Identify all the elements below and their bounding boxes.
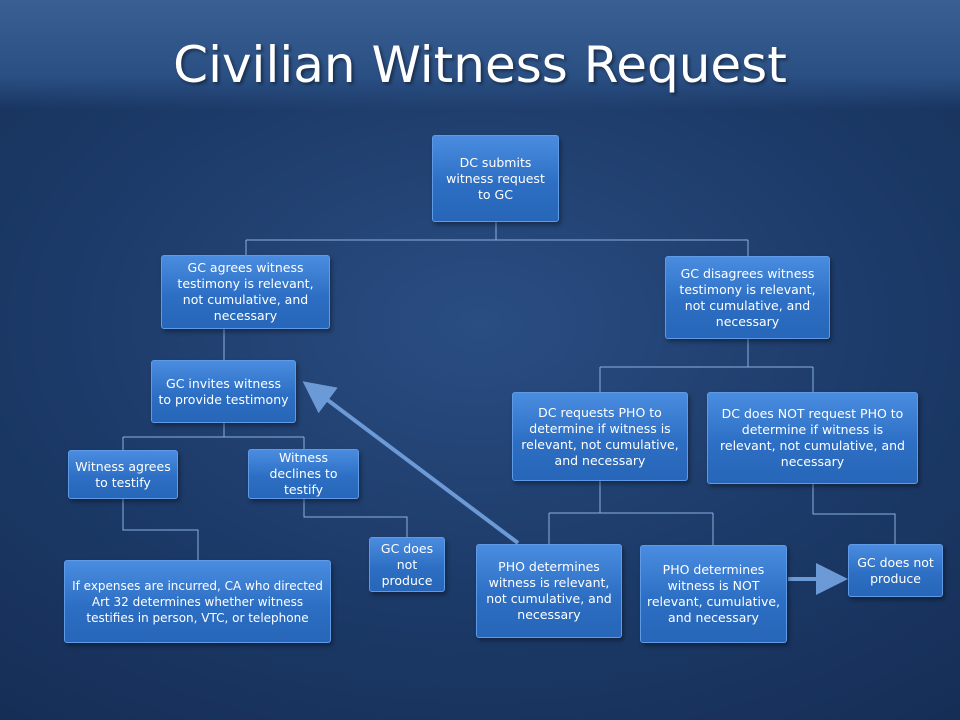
node-gc-not-produce-right: GC does not produce	[848, 544, 943, 597]
node-pho-not-relevant: PHO determines witness is NOT relevant, …	[640, 545, 787, 643]
node-gc-disagrees: GC disagrees witness testimony is releva…	[665, 256, 830, 339]
connector-agrees-to-expenses	[122, 499, 199, 560]
node-dc-requests-pho: DC requests PHO to determine if witness …	[512, 392, 688, 481]
node-gc-agrees: GC agrees witness testimony is relevant,…	[161, 255, 330, 329]
connector-disagrees-to-pho	[599, 339, 814, 392]
node-gc-invites: GC invites witness to provide testimony	[151, 360, 296, 423]
node-dc-submits: DC submits witness request to GC	[432, 135, 559, 222]
connector-declines-to-notproduce	[303, 499, 408, 537]
title-band	[0, 0, 960, 110]
node-witness-declines: Witness declines to testify	[248, 449, 359, 499]
node-witness-agrees: Witness agrees to testify	[68, 450, 178, 499]
node-pho-relevant: PHO determines witness is relevant, not …	[476, 544, 622, 638]
connector-invites-to-witness	[122, 423, 305, 450]
node-expenses: If expenses are incurred, CA who directe…	[64, 560, 331, 643]
connector-root-to-branches	[245, 222, 749, 256]
node-dc-not-request-pho: DC does NOT request PHO to determine if …	[707, 392, 918, 484]
connector-pho-to-determinations	[548, 481, 714, 545]
slide-title: Civilian Witness Request	[173, 36, 787, 94]
arrow-pho-relevant-to-invites	[302, 381, 520, 545]
node-gc-not-produce-left: GC does not produce	[369, 537, 445, 592]
connector-norequest-to-notproduce	[812, 484, 896, 544]
